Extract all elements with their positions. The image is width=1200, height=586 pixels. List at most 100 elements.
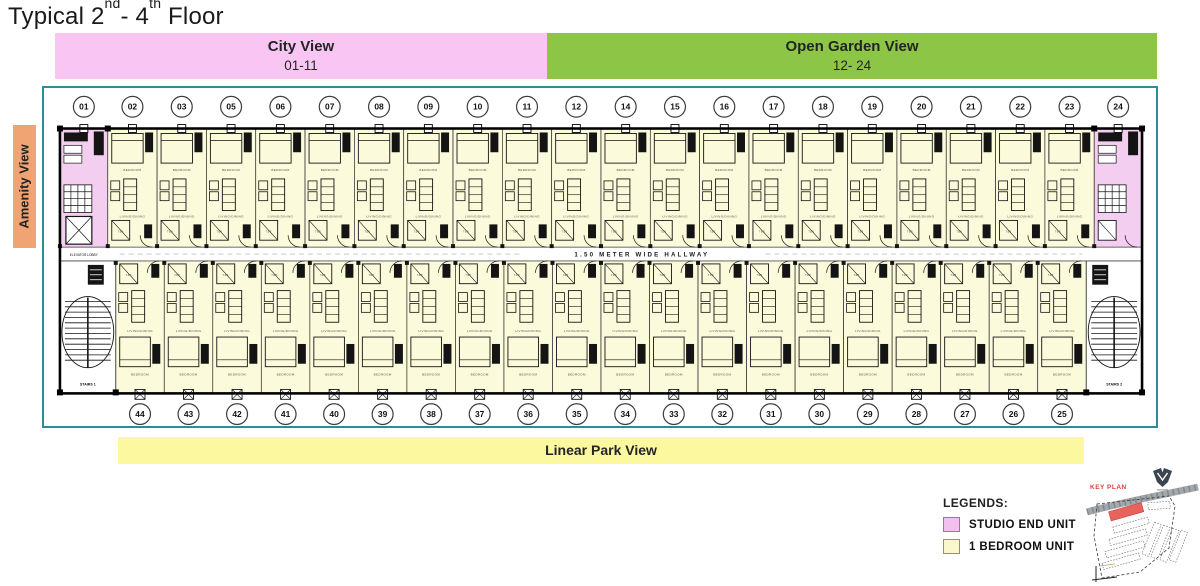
svg-text:LIVING/DINING: LIVING/DINING <box>810 214 836 218</box>
one-bedroom-swatch <box>943 539 960 554</box>
svg-text:T&B: T&B <box>660 273 666 277</box>
svg-text:27: 27 <box>960 409 970 419</box>
unit-bubble-23: 23 <box>1058 95 1081 118</box>
unit-bubble-37: 37 <box>468 403 491 426</box>
linear-park-label: Linear Park View <box>545 442 657 459</box>
svg-text:T&B: T&B <box>315 229 321 233</box>
unit-bubble-10: 10 <box>466 95 489 118</box>
svg-text:09: 09 <box>424 102 434 112</box>
svg-text:BEDROOM: BEDROOM <box>469 168 487 172</box>
svg-text:T&B: T&B <box>951 273 957 277</box>
amenity-view-banner: Amenity View <box>13 125 36 248</box>
unit-bubble-38: 38 <box>420 403 443 426</box>
svg-text:05: 05 <box>226 102 236 112</box>
svg-text:LIVING/DINING: LIVING/DINING <box>465 214 491 218</box>
legend-item-1br: 1 BEDROOM UNIT <box>943 539 1076 554</box>
svg-text:BEDROOM: BEDROOM <box>907 373 925 377</box>
unit-bubble-22: 22 <box>1009 95 1032 118</box>
svg-text:BEDROOM: BEDROOM <box>616 373 634 377</box>
svg-text:BEDROOM: BEDROOM <box>956 373 974 377</box>
svg-text:ELEVATOR LOBBY: ELEVATOR LOBBY <box>70 253 99 257</box>
svg-text:BEDROOM: BEDROOM <box>765 168 783 172</box>
svg-text:LIVING/DINING: LIVING/DINING <box>1007 214 1033 218</box>
amenity-view-label: Amenity View <box>17 144 33 229</box>
svg-text:T&B: T&B <box>562 229 568 233</box>
svg-text:25: 25 <box>1057 409 1067 419</box>
svg-text:35: 35 <box>572 409 582 419</box>
unit-bubble-39: 39 <box>371 403 394 426</box>
unit-bubble-31: 31 <box>759 403 782 426</box>
svg-text:02: 02 <box>128 102 138 112</box>
unit-01 <box>59 124 109 248</box>
svg-text:BEDROOM: BEDROOM <box>1061 168 1079 172</box>
svg-text:BEDROOM: BEDROOM <box>962 168 980 172</box>
svg-text:BEDROOM: BEDROOM <box>228 373 246 377</box>
unit-bubble-05: 05 <box>220 95 243 118</box>
svg-text:LIVING/DINING: LIVING/DINING <box>564 329 590 333</box>
svg-text:T&B: T&B <box>1048 273 1054 277</box>
studio-label: STUDIO END UNIT <box>969 518 1076 531</box>
svg-text:23: 23 <box>1065 102 1075 112</box>
svg-text:LIVING/DINING: LIVING/DINING <box>859 214 885 218</box>
svg-text:LIVING/DINING: LIVING/DINING <box>218 214 244 218</box>
svg-text:T&B: T&B <box>611 273 617 277</box>
unit-34: T&B LIVING/DINING BEDROOM <box>600 260 650 400</box>
svg-text:T&B: T&B <box>710 229 716 233</box>
developer-logo-icon <box>1153 468 1172 491</box>
svg-text:BEDROOM: BEDROOM <box>419 168 437 172</box>
unit-bubble-30: 30 <box>808 403 831 426</box>
svg-text:BEDROOM: BEDROOM <box>859 373 877 377</box>
garden-view-banner: Open Garden View 12- 24 <box>547 33 1157 79</box>
svg-text:20: 20 <box>917 102 927 112</box>
svg-text:BEDROOM: BEDROOM <box>567 168 585 172</box>
svg-text:LIVING/DINING: LIVING/DINING <box>904 329 930 333</box>
svg-text:LIVING/DINING: LIVING/DINING <box>120 214 146 218</box>
svg-text:LIVING/DINING: LIVING/DINING <box>952 329 978 333</box>
site-buildings <box>1101 500 1189 570</box>
svg-text:T&B: T&B <box>1006 229 1012 233</box>
svg-text:T&B: T&B <box>757 273 763 277</box>
svg-text:T&B: T&B <box>805 273 811 277</box>
svg-text:BEDROOM: BEDROOM <box>666 168 684 172</box>
svg-text:LIVING/DINING: LIVING/DINING <box>1049 329 1075 333</box>
floor-plan-svg: BEDROOMLIVING/DININGT&BBEDROOMLIVING/DIN… <box>56 95 1146 426</box>
unit-bubble-12: 12 <box>565 95 588 118</box>
svg-text:BEDROOM: BEDROOM <box>131 373 149 377</box>
svg-text:T&B: T&B <box>907 229 913 233</box>
svg-text:LIVING/DINING: LIVING/DINING <box>612 329 638 333</box>
svg-text:21: 21 <box>966 102 976 112</box>
svg-text:LIVING/DINING: LIVING/DINING <box>317 214 343 218</box>
svg-text:14: 14 <box>621 102 631 112</box>
svg-text:01: 01 <box>79 102 89 112</box>
svg-text:06: 06 <box>276 102 286 112</box>
unit-bubble-20: 20 <box>910 95 933 118</box>
svg-text:T&B: T&B <box>417 273 423 277</box>
svg-text:LIVING/DINING: LIVING/DINING <box>1057 214 1083 218</box>
svg-text:T&B: T&B <box>956 229 962 233</box>
unit-bubble-01: 01 <box>72 95 95 118</box>
unit-bubble-26: 26 <box>1002 403 1025 426</box>
svg-text:BEDROOM: BEDROOM <box>568 373 586 377</box>
svg-text:T&B: T&B <box>414 229 420 233</box>
svg-text:BEDROOM: BEDROOM <box>180 373 198 377</box>
stairs-core-right: STAIRS 2 <box>1085 260 1143 394</box>
unit-bubble-29: 29 <box>856 403 879 426</box>
svg-text:08: 08 <box>374 102 384 112</box>
svg-text:40: 40 <box>329 409 339 419</box>
